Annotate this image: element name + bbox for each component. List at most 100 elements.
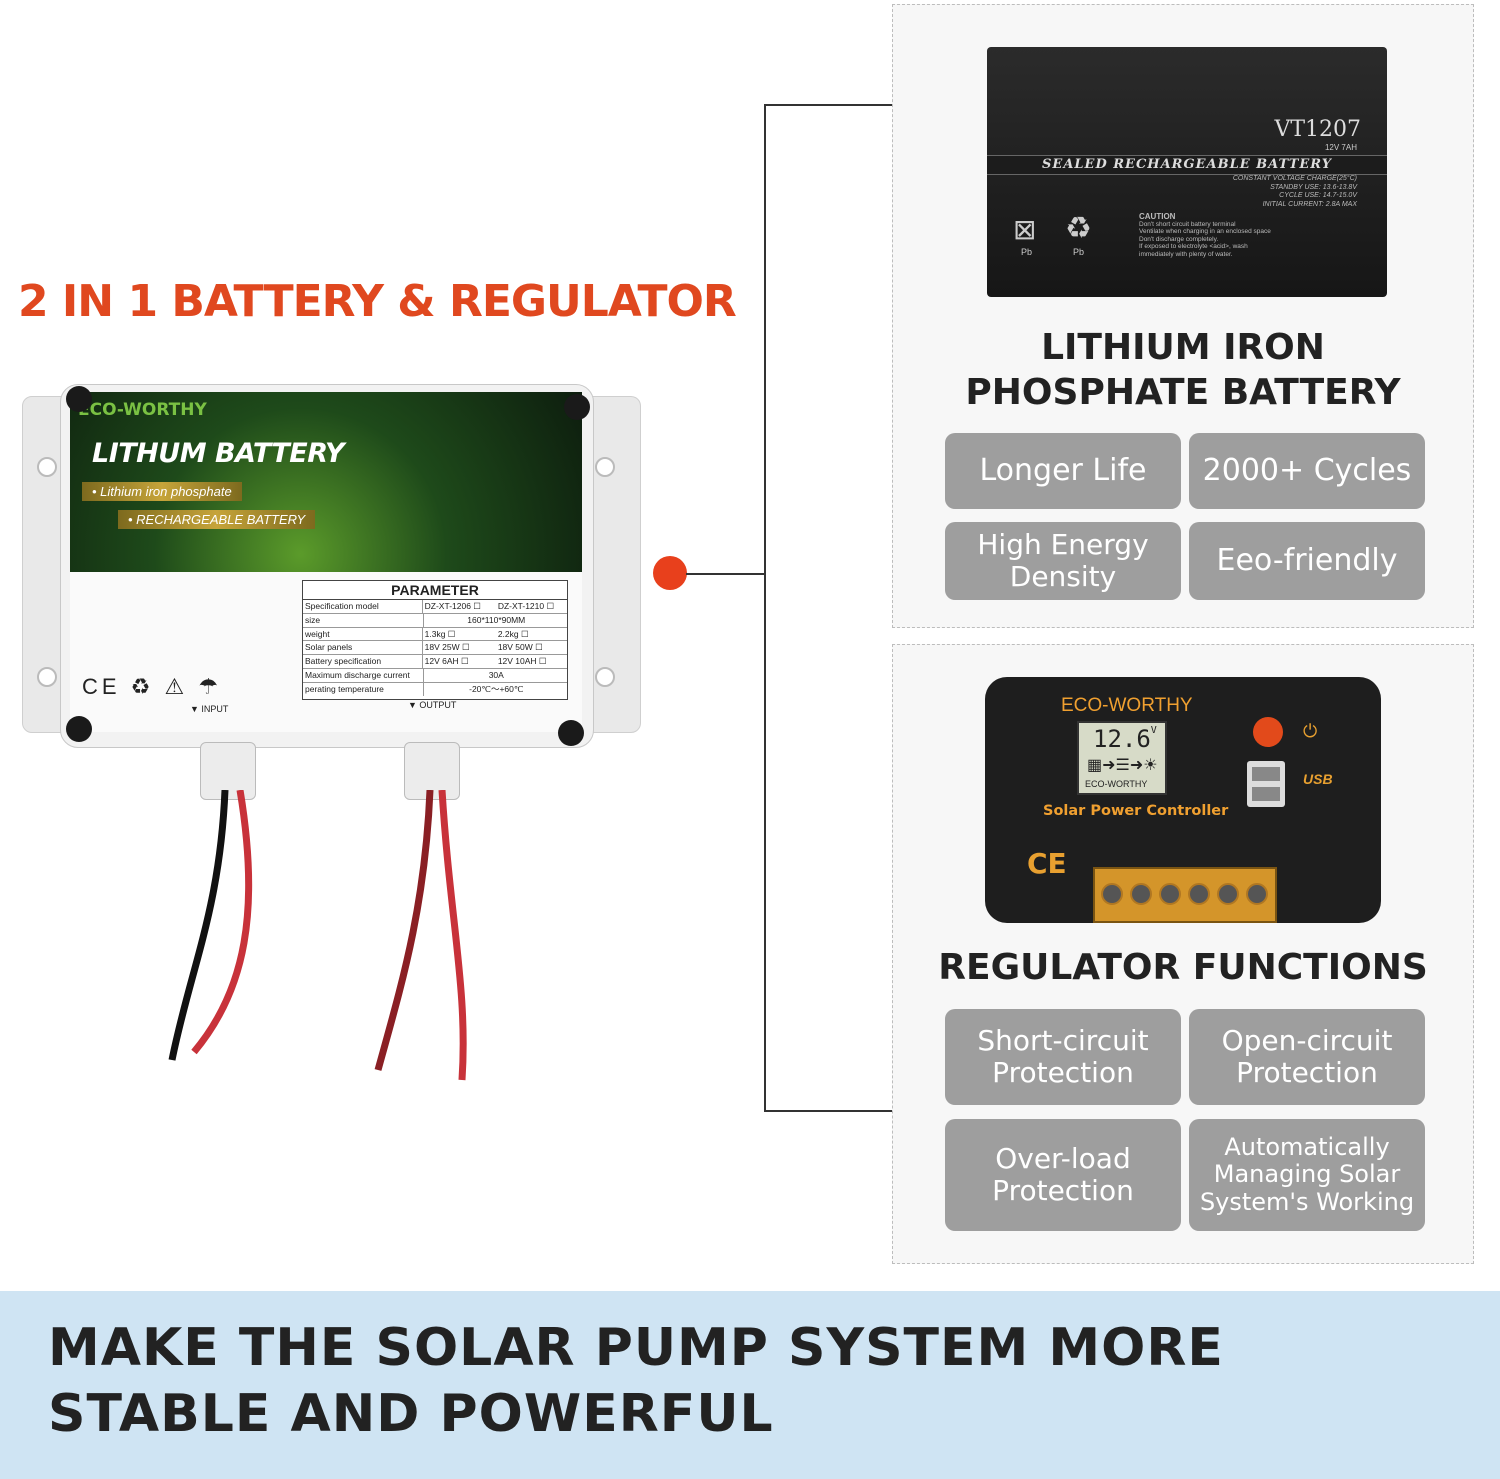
battery-charge-line: INITIAL CURRENT: 2.8A MAX (1262, 200, 1357, 208)
param-cell: 2.2kg ☐ (497, 628, 529, 639)
mount-hole (37, 667, 57, 687)
product-tag-chemistry: • Lithium iron phosphate (82, 482, 242, 501)
lcd-unit: V (1150, 725, 1157, 736)
feature-auto-managing: Automatically Managing Solar System's Wo… (1189, 1119, 1425, 1231)
connector-line (764, 104, 892, 106)
connector-line (686, 573, 766, 575)
battery-caution: CAUTION Don't short circuit battery term… (1139, 213, 1319, 259)
mount-hole (37, 457, 57, 477)
output-red-wire (438, 790, 467, 1081)
battery-title-line: PHOSPHATE BATTERY (965, 372, 1401, 413)
feature-open-circuit: Open-circuit Protection (1189, 1009, 1425, 1105)
param-cell: Specification model (303, 600, 423, 613)
caution-line: Ventilate when charging in an enclosed s… (1139, 228, 1271, 236)
param-cell: 18V 50W ☐ (497, 642, 543, 653)
caution-line: Don't discharge completely. (1139, 235, 1219, 243)
crossed-bin-icon: ⊠ (1013, 214, 1037, 245)
connector-line (764, 104, 766, 1112)
feature-over-load: Over-load Protection (945, 1119, 1181, 1231)
battery-model: VT1207 (1274, 117, 1361, 142)
input-red-wire (191, 790, 253, 1055)
pb-label: Pb (1073, 247, 1085, 257)
param-cell: DZ-XT-1210 ☐ (497, 601, 555, 611)
battery-charge-line: STANDBY USE: 13.6-13.8V (1270, 183, 1357, 191)
cable-wires (168, 790, 467, 1081)
param-cell: perating temperature (303, 682, 424, 696)
caution-line: Don't short circuit battery terminal (1139, 220, 1236, 228)
lcd-brand: ECO-WORTHY (1085, 779, 1148, 789)
terminal-screw (1217, 883, 1239, 905)
battery-panel: VT1207 12V 7AH SEALED RECHARGEABLE BATTE… (892, 4, 1474, 628)
product-label: ECO-WORTHY LITHUM BATTERY • Lithium iron… (70, 392, 582, 732)
battery-charge-line: CONSTANT VOLTAGE CHARGE(25°C) (1232, 175, 1357, 182)
param-cell: 160*110*90MM (467, 614, 526, 625)
battery-image: VT1207 12V 7AH SEALED RECHARGEABLE BATTE… (987, 47, 1387, 297)
feature-energy-density: High Energy Density (945, 522, 1181, 600)
product-tag-rechargeable: • RECHARGEABLE BATTERY (118, 510, 316, 529)
feature-cycles: 2000+ Cycles (1189, 433, 1425, 509)
connector-dot (653, 556, 687, 590)
lcd-flow-icon: ▦➜☰➜☀ (1087, 757, 1158, 774)
power-icon: ⏻ (1303, 721, 1318, 741)
battery-title-line: LITHIUM IRON (1041, 327, 1325, 368)
usb-ports (1247, 761, 1285, 807)
pb-label: Pb (1021, 247, 1033, 257)
battery-panel-title: LITHIUM IRON PHOSPHATE BATTERY (893, 325, 1473, 415)
battery-charge-line: CYCLE USE: 14.7-15.0V (1279, 192, 1357, 199)
param-cell: 1.3kg ☐ (424, 628, 456, 639)
product-title: LITHUM BATTERY (92, 438, 345, 469)
battery-spec: 12V 7AH (1324, 143, 1357, 152)
connector-line (764, 1110, 892, 1112)
param-cell: Solar panels (303, 641, 423, 655)
param-cell: size (303, 613, 424, 627)
feature-longer-life: Longer Life (945, 433, 1181, 509)
usb-port (1252, 787, 1280, 801)
controller-title: Solar Power Controller (1043, 803, 1229, 819)
parameter-row: size 160*110*90MM (303, 613, 567, 628)
usb-logo: USB (1303, 771, 1333, 787)
headline: 2 IN 1 BATTERY & REGULATOR (18, 276, 737, 327)
input-label: ▼ INPUT (190, 704, 229, 714)
mount-hole (595, 457, 615, 477)
param-cell: weight (303, 627, 423, 641)
screw-icon (564, 394, 590, 420)
screw-icon (66, 716, 92, 742)
battery-band: SEALED RECHARGEABLE BATTERY (987, 155, 1387, 175)
banner-text: MAKE THE SOLAR PUMP SYSTEM MORE STABLE A… (48, 1315, 1224, 1447)
parameter-row: perating temperature -20℃～+60℃ (303, 682, 567, 696)
terminal-block (1093, 867, 1277, 923)
ce-mark: CE (1027, 847, 1067, 880)
banner-line: MAKE THE SOLAR PUMP SYSTEM MORE (48, 1318, 1224, 1378)
feature-eco-friendly: Eeo-friendly (1189, 522, 1425, 600)
product-brand: ECO-WORTHY (78, 400, 207, 420)
param-cell: Maximum discharge current (303, 668, 424, 682)
terminal-screw (1246, 883, 1268, 905)
certification-icons: CE ♻ ⚠ ☂ (82, 674, 223, 699)
regulator-panel: ECO-WORTHY 12.6V ▦➜☰➜☀ ECO-WORTHY ⏻ USB … (892, 644, 1474, 1264)
param-cell: 18V 25W ☐ (424, 642, 470, 653)
screw-icon (558, 720, 584, 746)
lcd-voltage: 12.6V (1093, 725, 1157, 753)
caution-line: If exposed to electrolyte <acid>, wash (1139, 243, 1248, 251)
regulator-panel-title: REGULATOR FUNCTIONS (938, 947, 1428, 988)
terminal-screw (1101, 883, 1123, 905)
caution-title: CAUTION (1139, 212, 1176, 221)
param-cell: Battery specification (303, 655, 423, 668)
mount-hole (595, 667, 615, 687)
terminal-screw (1188, 883, 1210, 905)
controller-brand: ECO-WORTHY (1061, 695, 1193, 716)
output-label: ▼ OUTPUT (408, 700, 457, 710)
feature-short-circuit: Short-circuit Protection (945, 1009, 1181, 1105)
bottom-banner: MAKE THE SOLAR PUMP SYSTEM MORE STABLE A… (0, 1291, 1500, 1479)
param-cell: -20℃～+60℃ (469, 683, 524, 694)
banner-line: STABLE AND POWERFUL (48, 1384, 774, 1444)
terminal-screw (1130, 883, 1152, 905)
usb-port (1252, 767, 1280, 781)
caution-line: immediately with plenty of water. (1139, 250, 1233, 258)
parameter-title: PARAMETER (303, 581, 567, 600)
lcd-value: 12.6 (1093, 725, 1151, 753)
